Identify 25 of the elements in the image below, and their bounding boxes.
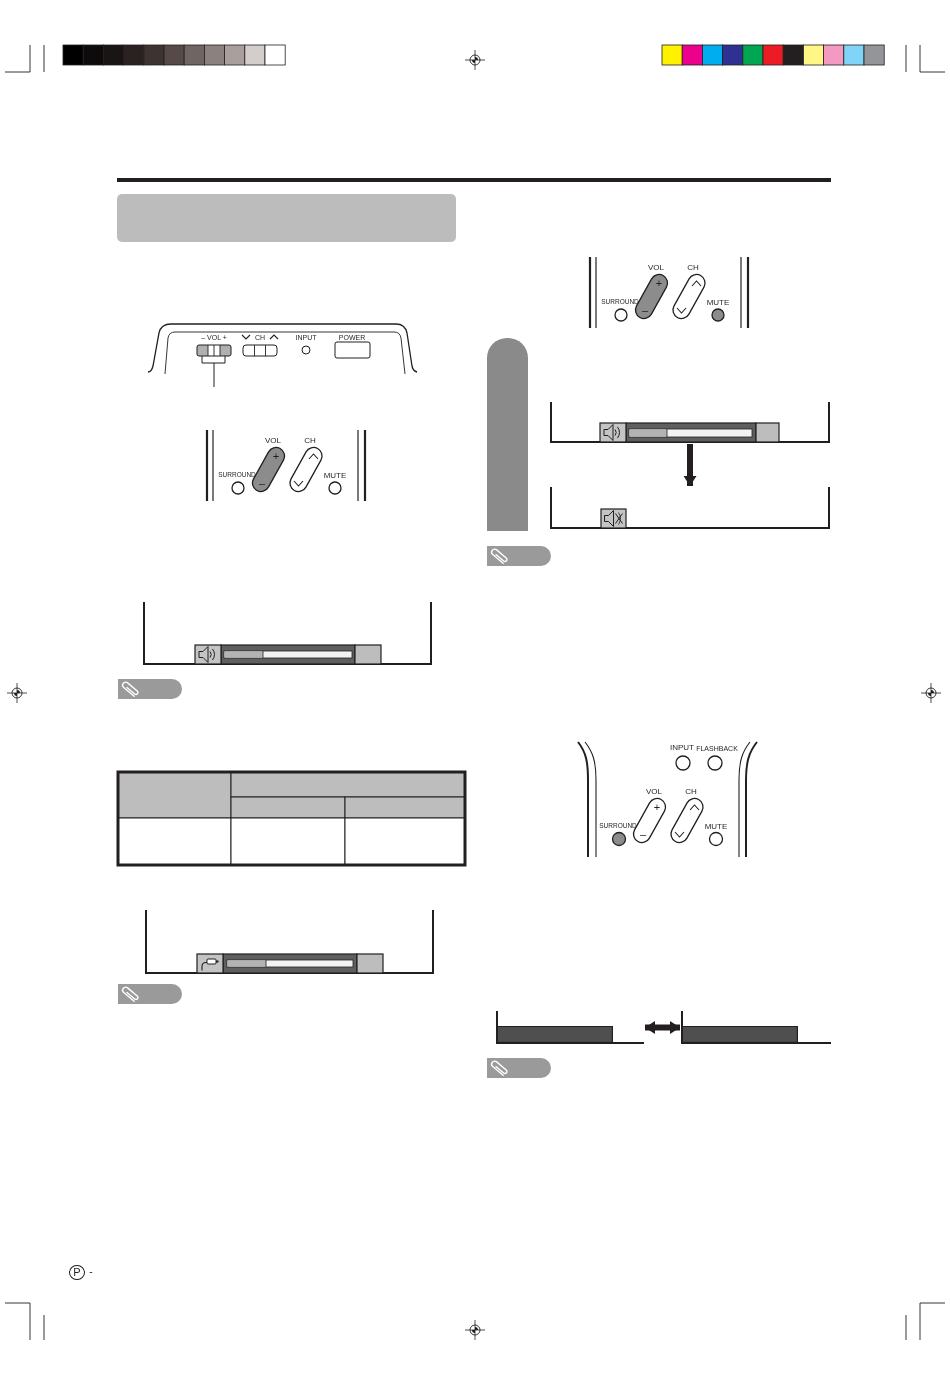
button-sign: + <box>653 801 661 813</box>
button-label: CH <box>687 264 699 272</box>
screen-frame <box>550 487 830 529</box>
button-label: INPUT <box>670 744 694 752</box>
arrow <box>683 444 697 486</box>
button-label: CH <box>304 437 316 445</box>
button-label: VOL <box>265 437 281 445</box>
button-label: MUTE <box>323 472 347 480</box>
section-tab <box>487 338 528 531</box>
button-label: CH <box>685 788 697 796</box>
button-label: VOL <box>648 264 664 272</box>
screen-frame <box>550 402 830 443</box>
button-sign: + <box>655 277 663 289</box>
button-sign: + <box>272 450 280 462</box>
button-label: MUTE <box>706 299 730 307</box>
screen-frame <box>143 602 432 665</box>
double-arrow <box>645 1021 680 1034</box>
screen-frame <box>145 910 434 974</box>
button-label: MUTE <box>704 823 728 831</box>
button-sign: – <box>639 828 647 840</box>
button-label: VOL <box>646 788 662 796</box>
button-sign: – <box>641 304 649 316</box>
button-sign: – <box>258 477 266 489</box>
heading-band <box>117 194 456 242</box>
page-number: - <box>89 1267 93 1277</box>
